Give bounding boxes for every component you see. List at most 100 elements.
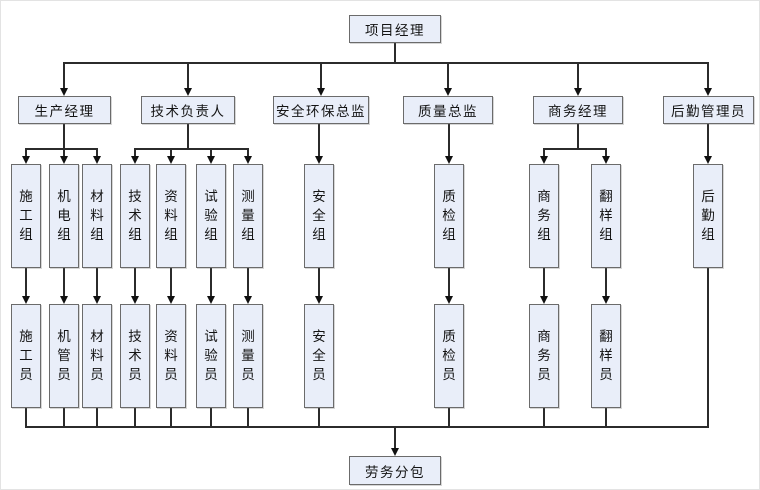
arrowhead-down-icon [444, 295, 453, 304]
connector-line [448, 124, 450, 157]
node-safety-staff: 安 全 员 [304, 304, 334, 408]
node-construction-staff: 施 工 员 [11, 304, 41, 408]
connector-line [605, 408, 607, 427]
node-documents-group: 资 料 组 [156, 164, 186, 268]
arrowhead-down-icon [59, 87, 68, 96]
connector-line [63, 149, 65, 157]
connector-line [448, 268, 450, 297]
connector-line [25, 408, 27, 427]
node-testing-staff: 试 验 员 [196, 304, 226, 408]
arrowhead-down-icon [21, 155, 30, 164]
connector-line [96, 268, 98, 297]
connector-line [187, 63, 189, 89]
node-detailing-group: 翻 样 组 [591, 164, 621, 268]
node-materials-group: 材 料 组 [82, 164, 112, 268]
arrowhead-down-icon [206, 155, 215, 164]
node-safety-environment-director: 安全环保总监 [273, 96, 369, 124]
connector-line [247, 268, 249, 297]
node-construction-group: 施 工 组 [11, 164, 41, 268]
connector-line [25, 148, 98, 150]
node-testing-group: 试 验 组 [196, 164, 226, 268]
node-documents-staff: 资 料 员 [156, 304, 186, 408]
arrowhead-down-icon [166, 295, 175, 304]
connector-line [134, 148, 249, 150]
arrowhead-down-icon [92, 155, 101, 164]
arrowhead-down-icon [166, 155, 175, 164]
connector-line [25, 149, 27, 157]
arrowhead-down-icon [539, 155, 548, 164]
connector-line [247, 408, 249, 427]
arrowhead-down-icon [539, 295, 548, 304]
arrowhead-down-icon [316, 87, 325, 96]
connector-line [210, 408, 212, 427]
node-logistics-group: 后 勤 组 [693, 164, 723, 268]
connector-line [543, 148, 607, 150]
connector-line [577, 124, 579, 149]
connector-line [187, 124, 189, 149]
node-materials-staff: 材 料 员 [82, 304, 112, 408]
connector-line [210, 268, 212, 297]
node-commerce-group: 商 务 组 [529, 164, 559, 268]
arrowhead-down-icon [59, 155, 68, 164]
arrowhead-down-icon [59, 295, 68, 304]
connector-line [543, 408, 545, 427]
node-quality-director: 质量总监 [403, 96, 493, 124]
arrowhead-down-icon [183, 87, 192, 96]
connector-line [96, 408, 98, 427]
connector-line [318, 124, 320, 157]
arrowhead-down-icon [243, 295, 252, 304]
node-safety-group: 安 全 组 [304, 164, 334, 268]
node-commerce-staff: 商 务 员 [529, 304, 559, 408]
connector-line [707, 63, 709, 89]
connector-line [25, 426, 709, 428]
connector-line [543, 149, 545, 157]
arrowhead-down-icon [92, 295, 101, 304]
arrowhead-down-icon [601, 155, 610, 164]
arrowhead-down-icon [206, 295, 215, 304]
node-detailing-staff: 翻 样 员 [591, 304, 621, 408]
connector-line [707, 268, 709, 427]
connector-line [134, 149, 136, 157]
arrowhead-down-icon [703, 155, 712, 164]
node-mechanical-electrical-group: 机 电 组 [49, 164, 79, 268]
arrowhead-down-icon [703, 87, 712, 96]
connector-line [170, 149, 172, 157]
arrowhead-down-icon [21, 295, 30, 304]
arrowhead-down-icon [130, 295, 139, 304]
connector-line [63, 408, 65, 427]
connector-line [134, 268, 136, 297]
node-technical-director: 技术负责人 [141, 96, 235, 124]
node-surveying-staff: 测 量 员 [233, 304, 263, 408]
connector-line [210, 149, 212, 157]
connector-line [134, 408, 136, 427]
node-quality-inspection-staff: 质 检 员 [434, 304, 464, 408]
connector-line [318, 268, 320, 297]
connector-line [707, 124, 709, 157]
connector-line [63, 63, 65, 89]
arrowhead-down-icon [390, 447, 399, 456]
arrowhead-down-icon [130, 155, 139, 164]
connector-line [543, 268, 545, 297]
arrowhead-down-icon [443, 87, 452, 96]
connector-line [447, 63, 449, 89]
node-technician-staff: 技 术 员 [120, 304, 150, 408]
connector-line [170, 408, 172, 427]
arrowhead-down-icon [314, 295, 323, 304]
connector-line [394, 43, 396, 63]
connector-line [247, 149, 249, 157]
connector-line [318, 408, 320, 427]
connector-line [63, 268, 65, 297]
arrowhead-down-icon [314, 155, 323, 164]
arrowhead-down-icon [573, 87, 582, 96]
node-quality-inspection-group: 质 检 组 [434, 164, 464, 268]
connector-line [170, 268, 172, 297]
arrowhead-down-icon [243, 155, 252, 164]
node-labor-subcontract: 劳务分包 [349, 456, 441, 485]
connector-line [25, 268, 27, 297]
connector-line [605, 149, 607, 157]
connector-line [448, 408, 450, 427]
connector-line [394, 427, 396, 449]
connector-line [63, 124, 65, 149]
node-logistics-administrator: 后勤管理员 [663, 96, 754, 124]
